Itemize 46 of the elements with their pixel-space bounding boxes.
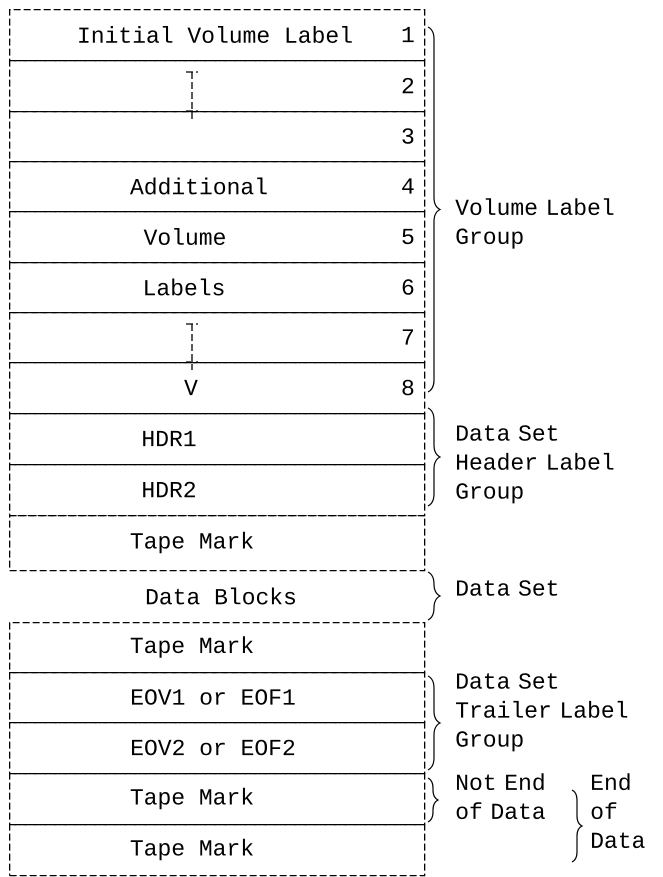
row-number: 2 xyxy=(402,78,414,94)
row-label: Tape Mark xyxy=(130,636,253,658)
row-label: Tape Mark xyxy=(130,838,253,860)
label-row xyxy=(9,161,426,212)
label-row xyxy=(9,60,426,112)
continuation-line xyxy=(185,71,199,120)
row-number: 1 xyxy=(402,26,414,42)
label-row xyxy=(9,464,426,516)
row-label: V xyxy=(184,380,198,396)
row-label: Initial Volume Label xyxy=(79,26,352,43)
row-number: 6 xyxy=(402,279,414,295)
group-label: Volume Label Group xyxy=(455,198,614,249)
row-label: Data Blocks xyxy=(146,588,295,604)
row-label: Additional xyxy=(130,178,267,194)
label-row xyxy=(9,515,426,572)
label-row xyxy=(9,773,426,826)
label-row xyxy=(9,262,426,314)
label-row xyxy=(9,211,426,264)
row-number: 5 xyxy=(402,228,414,244)
row-label: EOV1 or EOF1 xyxy=(132,689,295,705)
group-label: Data Set Trailer Label Group xyxy=(456,673,628,752)
row-number: 3 xyxy=(402,128,414,144)
label-row xyxy=(9,824,426,876)
row-number: 4 xyxy=(402,178,414,194)
label-row xyxy=(9,722,426,774)
row-label: Tape Mark xyxy=(130,788,253,810)
row-label: Labels xyxy=(145,278,224,296)
row-label: Volume xyxy=(144,228,225,245)
row-number: 7 xyxy=(402,329,413,345)
label-row xyxy=(9,622,426,674)
label-row xyxy=(9,111,426,162)
label-row xyxy=(9,672,426,724)
group-label: Data Set Header Label Group xyxy=(456,425,614,504)
row-number: 8 xyxy=(402,380,414,396)
row-label: HDR2 xyxy=(143,482,195,498)
group-label: End of Data xyxy=(592,773,645,848)
continuation-line xyxy=(185,323,199,371)
row-label: EOV2 or EOF2 xyxy=(132,740,294,756)
label-row xyxy=(9,9,426,62)
row-label: HDR1 xyxy=(143,430,196,446)
group-label: Not End of Data xyxy=(456,773,545,820)
label-row xyxy=(9,362,426,414)
row-label: Tape Mark xyxy=(130,532,253,554)
label-row xyxy=(9,413,426,466)
group-label: Data Set xyxy=(457,580,558,596)
label-row xyxy=(9,312,426,364)
